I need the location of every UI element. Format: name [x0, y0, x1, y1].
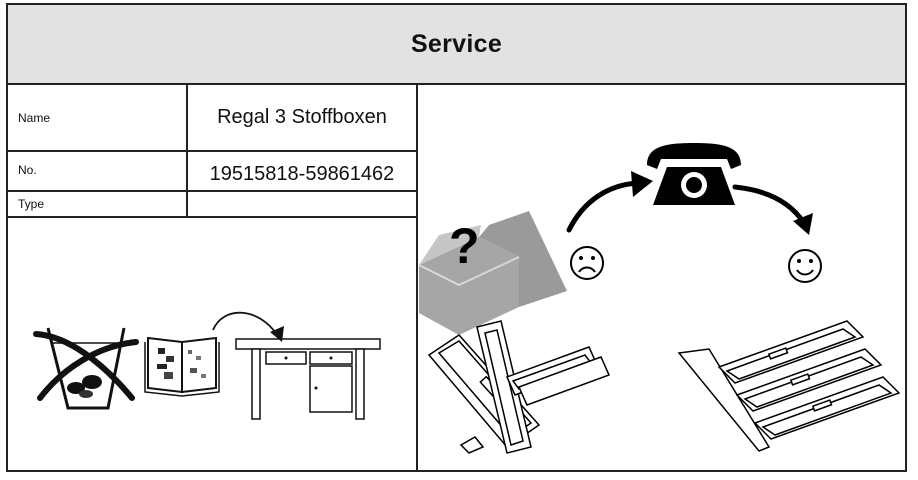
type-value: [188, 192, 416, 216]
number-value: 19515818-59861462: [209, 162, 395, 185]
desk-drawer-icon: [212, 311, 381, 420]
sad-face-icon: [570, 246, 604, 280]
telephone-icon: [647, 143, 741, 205]
assembled-shelf-icon: [677, 320, 901, 452]
service-process-illustration: ?: [419, 143, 901, 454]
product-info-panel: Name Regal 3 Stoffboxen No. 19515818-598…: [8, 85, 418, 470]
no-trash-icon: [33, 327, 139, 410]
open-box-icon: ?: [419, 211, 567, 335]
happy-face-icon: [788, 249, 822, 283]
type-label: Type: [8, 192, 188, 216]
name-row: Name Regal 3 Stoffboxen: [8, 85, 418, 152]
question-mark-text: ?: [449, 218, 480, 274]
manual-icon: [144, 336, 220, 397]
number-label: No.: [8, 152, 188, 190]
service-sheet: Service Name Regal 3 Stoffboxen No. 1951…: [6, 3, 907, 472]
loose-parts-icon: [427, 320, 611, 454]
header-bar: Service: [8, 5, 905, 85]
page-title: Service: [410, 29, 503, 58]
name-label: Name: [8, 85, 188, 150]
number-row: No. 19515818-59861462: [8, 152, 418, 192]
name-value: Regal 3 Stoffboxen: [217, 106, 387, 128]
storage-instructions-illustration: [33, 311, 381, 420]
type-row: Type: [8, 192, 418, 218]
